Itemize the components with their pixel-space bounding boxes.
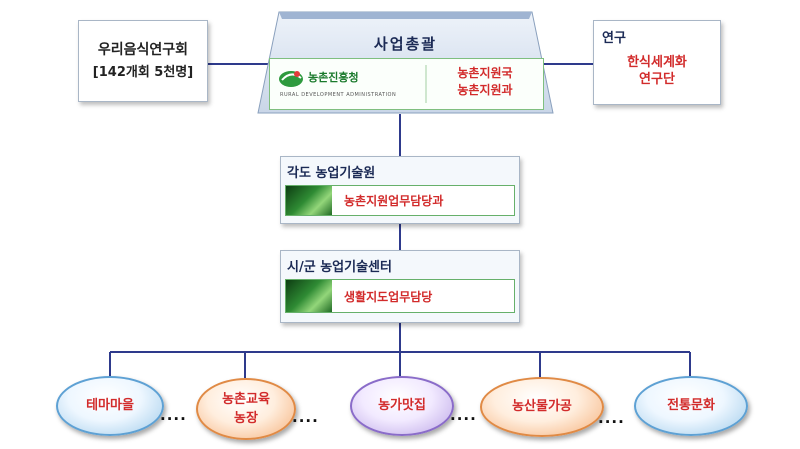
city-box: 시/군 농업기술센터 생활지도업무담당 [280,250,520,323]
ellipsis: .... [598,409,625,427]
program-farmhouse-restaurant: 농가맛집 [350,376,454,436]
provincial-title: 각도 농업기술원 [287,166,376,181]
rda-logo-icon [279,71,303,87]
research-box-title: 연구 [602,31,626,46]
rda-logo-text: 농촌진흥청 [308,71,359,84]
program-label: 농가맛집 [378,398,426,413]
program-theme-village: 테마마을 [56,376,164,436]
program-farm-education: 농촌교육 농장 [196,378,296,440]
research-group-count: [142개회 5천명] [92,65,194,80]
ellipsis: .... [292,408,319,426]
hq-inner-panel: 농촌진흥청 RURAL DEVELOPMENT ADMINISTRATION 농… [269,58,544,110]
program-label: 전통문화 [667,398,715,413]
hq-department-line1: 농촌지원국 [457,66,513,80]
ellipsis: .... [450,406,477,424]
program-label-line1: 농촌교육 [222,392,270,407]
research-unit-line2: 연구단 [639,72,675,87]
rda-logo: 농촌진흥청 RURAL DEVELOPMENT ADMINISTRATION [278,65,418,101]
program-traditional-culture: 전통문화 [634,376,748,436]
hq-title: 사업총괄 [373,35,438,53]
provincial-unit-bar: 농촌지원업무담당과 [285,185,515,216]
city-unit: 생활지도업무담당 [344,290,433,304]
research-box-unit: 한식세계화 연구단 [594,54,720,88]
research-group-name: 우리음식연구회 [97,42,189,58]
ellipsis: .... [160,406,187,424]
program-label: 농산물가공 [512,399,572,414]
research-group-box: 우리음식연구회 [142개회 5천명] [78,20,208,102]
hq-box: 사업총괄 농촌진흥청 RURAL DEVELOPMENT ADMINISTRAT… [257,11,554,114]
hq-divider [425,65,427,103]
program-label-line2: 농장 [234,411,258,426]
provincial-unit: 농촌지원업무담당과 [344,194,444,208]
program-label: 테마마을 [86,398,134,413]
leaf-image [286,280,332,312]
city-title: 시/군 농업기술센터 [287,260,392,275]
hq-department-line2: 농촌지원과 [457,83,513,97]
research-box: 연구 한식세계화 연구단 [593,20,721,105]
city-unit-bar: 생활지도업무담당 [285,279,515,313]
program-agri-processing: 농산물가공 [480,377,604,437]
research-unit-line1: 한식세계화 [627,55,687,70]
leaf-image [286,186,332,215]
provincial-box: 각도 농업기술원 농촌지원업무담당과 [280,156,520,224]
rda-logo-english: RURAL DEVELOPMENT ADMINISTRATION [280,92,397,98]
hq-department: 농촌지원국 농촌지원과 [435,65,535,99]
